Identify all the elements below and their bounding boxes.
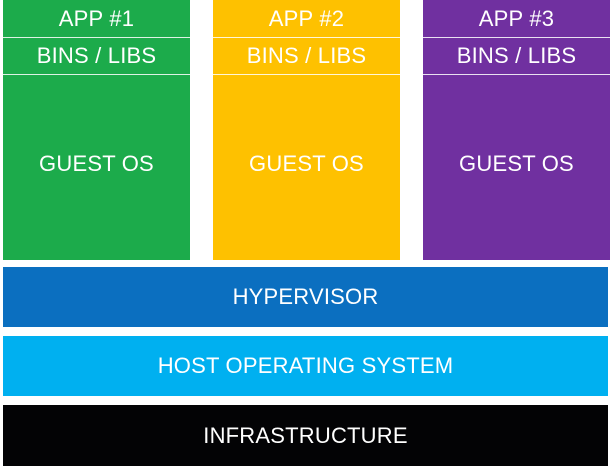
divider (3, 37, 190, 38)
hypervisor-layer: HYPERVISOR (3, 267, 608, 327)
vm-stack-1: APP #1 BINS / LIBS GUEST OS (3, 0, 190, 260)
vm-stack-3: APP #3 BINS / LIBS GUEST OS (423, 0, 610, 260)
app-block-2: APP #2 (268, 5, 345, 31)
divider (213, 74, 400, 75)
divider (423, 74, 610, 75)
vm-stack-2: APP #2 BINS / LIBS GUEST OS (213, 0, 400, 260)
host-os-layer: HOST OPERATING SYSTEM (3, 336, 608, 396)
app-block-3: APP #3 (478, 5, 555, 31)
divider (423, 37, 610, 38)
guest-os-block-2: GUEST OS (249, 150, 364, 176)
app-block-1: APP #1 (58, 5, 135, 31)
divider (213, 37, 400, 38)
bins-libs-block-1: BINS / LIBS (36, 43, 157, 68)
bins-libs-block-2: BINS / LIBS (246, 43, 367, 68)
guest-os-block-1: GUEST OS (39, 150, 154, 176)
guest-os-block-3: GUEST OS (459, 150, 574, 176)
bins-libs-block-3: BINS / LIBS (456, 43, 577, 68)
divider (3, 74, 190, 75)
infrastructure-layer: INFRASTRUCTURE (3, 405, 608, 466)
